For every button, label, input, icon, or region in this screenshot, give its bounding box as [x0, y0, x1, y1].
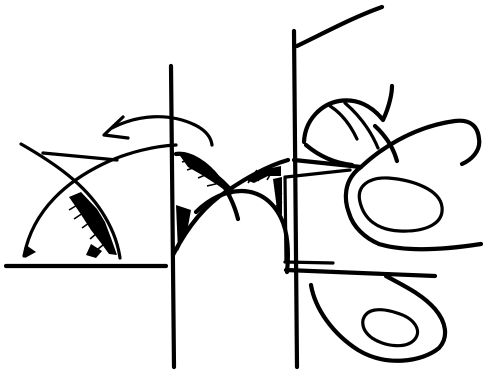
- upper-right-paper-edge: [297, 7, 382, 46]
- upper-finger-top-edge: [294, 121, 479, 167]
- center-arc-lower-curve: [196, 191, 288, 272]
- left-base-right-shadow: [86, 244, 102, 258]
- right-vertical-paper-edge: [294, 31, 297, 367]
- rotation-arrow-path: [112, 117, 212, 145]
- left-top-chord: [43, 153, 117, 160]
- lower-fingernail-outline: [363, 310, 418, 346]
- upper-fingernail-outline: [359, 178, 442, 231]
- right-baseline: [286, 270, 435, 276]
- left-base-small-shadow: [25, 245, 36, 258]
- paper-inner-left-edge: [285, 177, 286, 262]
- paper-inner-bottom-edge: [285, 262, 333, 263]
- left-vertical-fold-line: [171, 66, 174, 367]
- thumb-knuckle-outline: [304, 86, 392, 142]
- upper-finger-bottom-edge: [379, 244, 481, 249]
- lower-finger-outline: [311, 276, 445, 361]
